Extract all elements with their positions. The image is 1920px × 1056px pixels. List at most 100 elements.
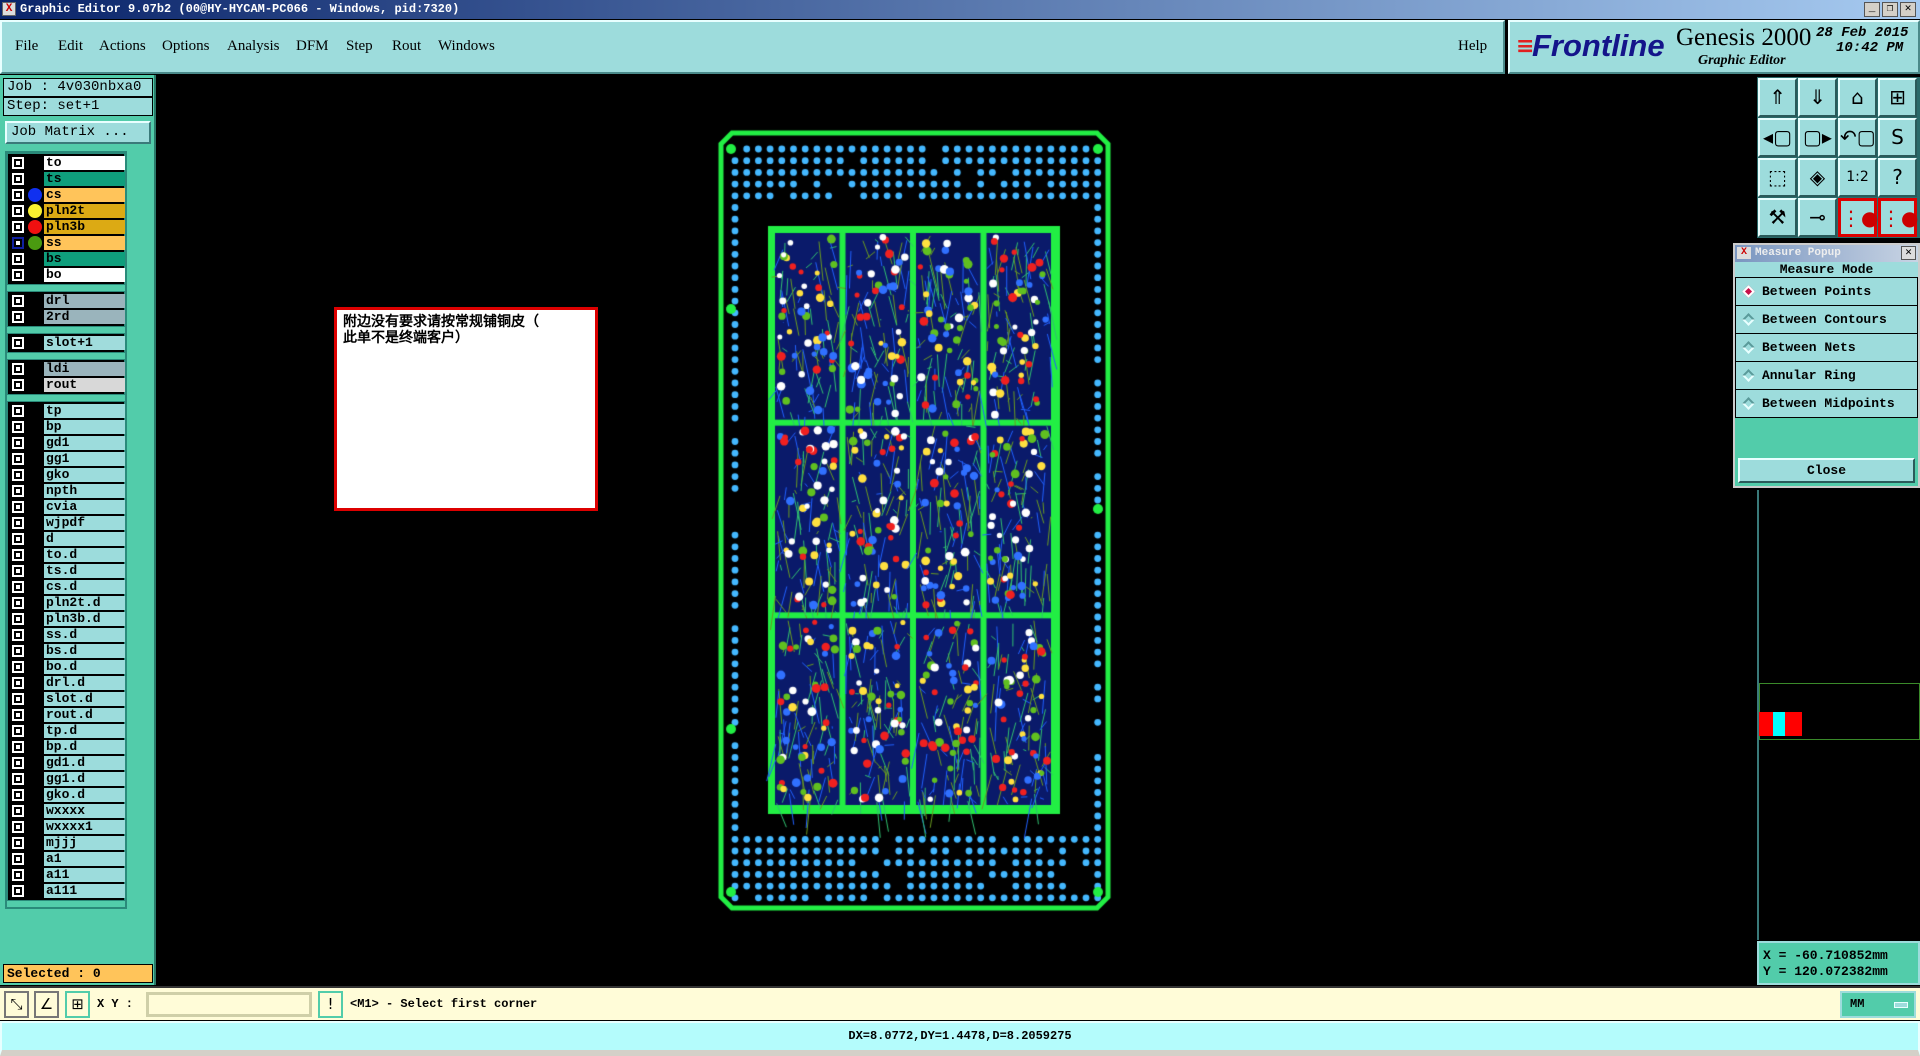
layer-checkbox[interactable] <box>12 693 24 705</box>
layer-checkbox[interactable] <box>12 661 24 673</box>
layer-row-bo.d[interactable]: bo.d <box>8 659 125 675</box>
layer-checkbox[interactable] <box>12 485 24 497</box>
layer-name[interactable]: gko <box>44 468 125 482</box>
layer-row-gg1[interactable]: gg1 <box>8 451 125 467</box>
layer-name[interactable]: pln2t <box>44 204 125 218</box>
layer-row-2rd[interactable]: 2rd <box>8 309 125 325</box>
layer-row-pln3b.d[interactable]: pln3b.d <box>8 611 125 627</box>
layer-name[interactable]: pln2t.d <box>44 596 125 610</box>
layer-name[interactable]: a111 <box>44 884 125 898</box>
layer-row-drl[interactable]: drl <box>8 293 125 309</box>
layer-row-gko.d[interactable]: gko.d <box>8 787 125 803</box>
layer-name[interactable]: rout.d <box>44 708 125 722</box>
layer-row-a111[interactable]: a111 <box>8 883 125 899</box>
layer-checkbox[interactable] <box>12 173 24 185</box>
layer-name[interactable]: to <box>44 156 125 170</box>
layer-row-a11[interactable]: a11 <box>8 867 125 883</box>
layer-row-rout.d[interactable]: rout.d <box>8 707 125 723</box>
redraw-button[interactable]: S <box>1878 118 1917 157</box>
xy-grid-button[interactable]: ⊞ <box>1878 78 1917 117</box>
layer-name[interactable]: bo.d <box>44 660 125 674</box>
layer-row-drl.d[interactable]: drl.d <box>8 675 125 691</box>
measure-option-between-points[interactable]: Between Points <box>1735 278 1918 306</box>
measure-option-between-midpoints[interactable]: Between Midpoints <box>1735 390 1918 418</box>
layer-name[interactable]: d <box>44 532 125 546</box>
layer-name[interactable]: a1 <box>44 852 125 866</box>
measure-line-icon[interactable]: ⤡ <box>4 991 29 1018</box>
move-layer-up-button[interactable]: ⇑ <box>1758 78 1797 117</box>
radio-icon[interactable] <box>1742 313 1755 326</box>
measure-option-annular-ring[interactable]: Annular Ring <box>1735 362 1918 390</box>
layer-row-bp.d[interactable]: bp.d <box>8 739 125 755</box>
layer-checkbox[interactable] <box>12 581 24 593</box>
layer-row-pln2t[interactable]: pln2t <box>8 203 125 219</box>
menu-help[interactable]: Help <box>1458 38 1488 54</box>
layer-name[interactable]: bs.d <box>44 644 125 658</box>
pan-left-button[interactable]: ◂▢ <box>1758 118 1797 157</box>
menu-file[interactable]: File <box>15 38 39 54</box>
menu-rout[interactable]: Rout <box>392 38 422 54</box>
layer-name[interactable]: slot+1 <box>44 336 125 350</box>
note-box[interactable]: 附边没有要求请按常规铺铜皮（ 此单不是终端客户） <box>334 307 598 511</box>
layer-row-ss.d[interactable]: ss.d <box>8 627 125 643</box>
layer-row-pln3b[interactable]: pln3b <box>8 219 125 235</box>
angle-icon[interactable]: ∠ <box>34 991 59 1018</box>
layer-name[interactable]: 2rd <box>44 310 125 324</box>
layer-name[interactable]: drl <box>44 294 125 308</box>
layer-checkbox[interactable] <box>12 437 24 449</box>
layer-checkbox[interactable] <box>12 629 24 641</box>
menu-actions[interactable]: Actions <box>99 38 146 54</box>
menu-dfm[interactable]: DFM <box>296 38 329 54</box>
layer-checkbox[interactable] <box>12 789 24 801</box>
layer-checkbox[interactable] <box>12 379 24 391</box>
menu-edit[interactable]: Edit <box>58 38 83 54</box>
layer-checkbox[interactable] <box>12 677 24 689</box>
layer-row-gd1.d[interactable]: gd1.d <box>8 755 125 771</box>
layer-name[interactable]: cvia <box>44 500 125 514</box>
layer-checkbox[interactable] <box>12 565 24 577</box>
menu-step[interactable]: Step <box>346 38 373 54</box>
undo-zoom-button[interactable]: ↶▢ <box>1838 118 1877 157</box>
zoom-center-button[interactable]: ◈ <box>1798 158 1837 197</box>
layer-row-cvia[interactable]: cvia <box>8 499 125 515</box>
layer-checkbox[interactable] <box>12 205 24 217</box>
snap-grid-icon[interactable]: ⊞ <box>65 991 90 1018</box>
layer-name[interactable]: ts.d <box>44 564 125 578</box>
layer-name[interactable]: ldi <box>44 362 125 376</box>
radio-icon[interactable] <box>1742 369 1755 382</box>
layer-checkbox[interactable] <box>12 453 24 465</box>
layer-checkbox[interactable] <box>12 805 24 817</box>
pan-right-button[interactable]: ▢▸ <box>1798 118 1837 157</box>
layer-row-a1[interactable]: a1 <box>8 851 125 867</box>
netlist-button[interactable]: ⋮● <box>1838 198 1878 237</box>
layer-checkbox[interactable] <box>12 757 24 769</box>
layer-checkbox[interactable] <box>12 337 24 349</box>
popup-title-bar[interactable]: X Measure Popup ✕ <box>1735 245 1918 262</box>
layer-checkbox[interactable] <box>12 837 24 849</box>
menu-windows[interactable]: Windows <box>438 38 495 54</box>
layer-name[interactable]: wjpdf <box>44 516 125 530</box>
layer-row-gko[interactable]: gko <box>8 467 125 483</box>
layer-checkbox[interactable] <box>12 773 24 785</box>
close-button[interactable]: Close <box>1738 458 1915 483</box>
move-layer-down-button[interactable]: ⇓ <box>1798 78 1837 117</box>
layer-name[interactable]: npth <box>44 484 125 498</box>
layer-checkbox[interactable] <box>12 237 24 249</box>
layer-row-slot+1[interactable]: slot+1 <box>8 335 125 351</box>
layer-name[interactable]: bp <box>44 420 125 434</box>
layer-name[interactable]: drl.d <box>44 676 125 690</box>
layer-row-bs[interactable]: bs <box>8 251 125 267</box>
layer-checkbox[interactable] <box>12 869 24 881</box>
layer-row-npth[interactable]: npth <box>8 483 125 499</box>
maximize-button[interactable]: ❐ <box>1882 2 1898 17</box>
layer-checkbox[interactable] <box>12 269 24 281</box>
layer-row-to.d[interactable]: to.d <box>8 547 125 563</box>
layer-name[interactable]: cs <box>44 188 125 202</box>
radio-icon[interactable] <box>1742 285 1755 298</box>
snap-button[interactable]: ⊸ <box>1798 198 1837 237</box>
layer-name[interactable]: slot.d <box>44 692 125 706</box>
zoom-fit-button[interactable]: ⬚ <box>1758 158 1797 197</box>
close-window-button[interactable]: ✕ <box>1900 2 1916 17</box>
layer-name[interactable]: bs <box>44 252 125 266</box>
layer-checkbox[interactable] <box>12 157 24 169</box>
